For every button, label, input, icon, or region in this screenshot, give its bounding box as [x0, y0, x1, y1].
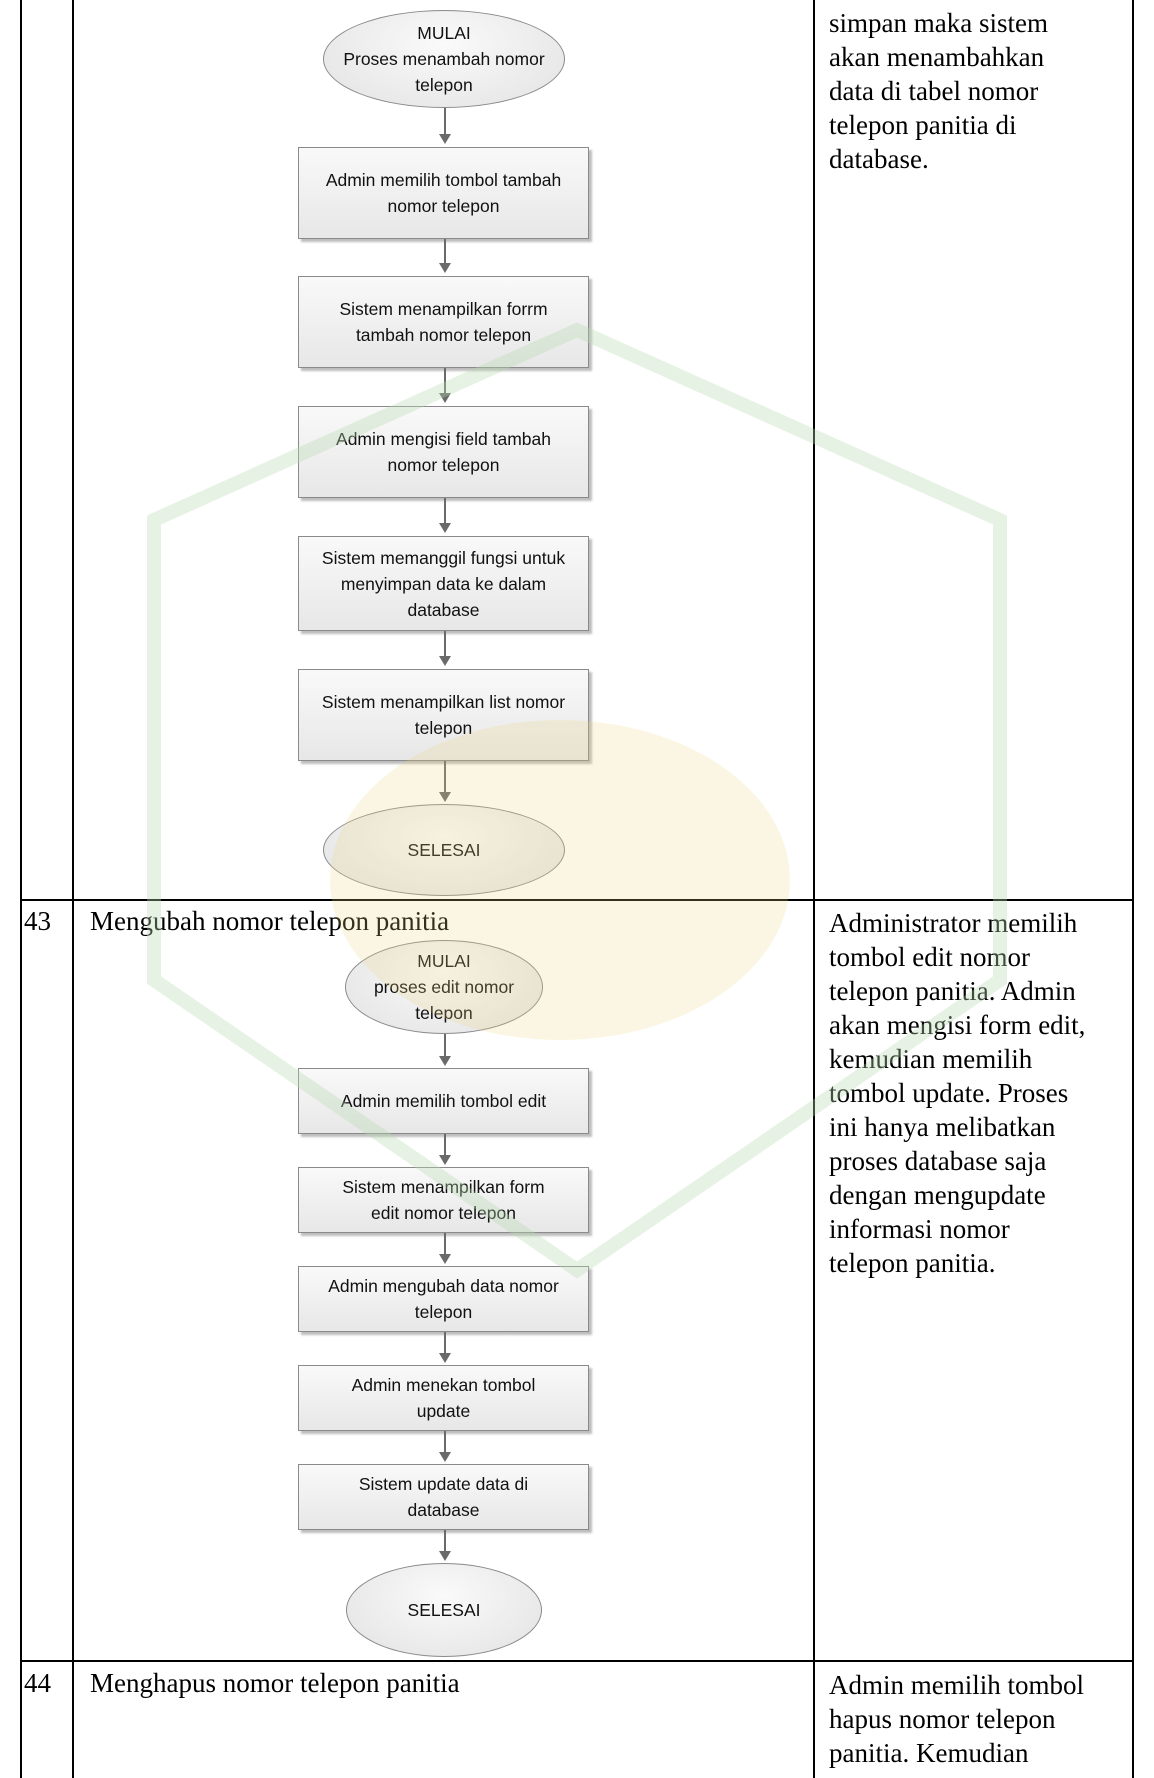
node-label: nomor telepon	[387, 196, 500, 216]
description-line: simpan maka sistem	[829, 8, 1048, 38]
node-label: edit nomor telepon	[371, 1203, 516, 1223]
description-line: hapus nomor telepon	[829, 1704, 1056, 1734]
description-line: informasi nomor	[829, 1214, 1010, 1244]
description-line: akan mengisi form edit,	[829, 1010, 1086, 1040]
flow-arrow	[439, 239, 451, 273]
node-label: database	[407, 1500, 480, 1520]
description-line: database.	[829, 144, 929, 174]
flowchart-process-box: Admin mengubah data nomor telepon	[298, 1266, 589, 1332]
node-label: Admin memilih tombol tambah	[325, 170, 562, 190]
flow-arrow	[439, 631, 451, 666]
flowchart-end-terminator: SELESAI	[323, 804, 565, 896]
description-line: ini hanya melibatkan	[829, 1112, 1056, 1142]
description-line: tombol edit nomor	[829, 942, 1030, 972]
row-number: 43	[24, 906, 51, 936]
node-label: Sistem update data di	[358, 1474, 529, 1494]
description-line: akan menambahkan	[829, 42, 1045, 72]
node-label: MULAI	[417, 23, 471, 43]
flowchart-process-box: Admin menekan tombol update	[298, 1365, 589, 1431]
node-label: Sistem menampilkan form	[342, 1177, 545, 1197]
flowchart-process-box: Admin memilih tombol edit	[298, 1068, 589, 1134]
row-description: Admin memilih tombol hapus nomor telepon…	[829, 1668, 1084, 1770]
table-border-left	[20, 0, 22, 1778]
node-label: MULAI	[417, 951, 471, 971]
description-line: proses database saja	[829, 1146, 1047, 1176]
table-border-col1	[72, 0, 74, 1778]
table-border-col2	[813, 0, 815, 1778]
description-line: panitia. Kemudian	[829, 1738, 1029, 1768]
row-divider	[20, 1660, 1134, 1662]
node-label: Admin memilih tombol edit	[340, 1091, 547, 1111]
flow-arrow	[439, 1233, 451, 1264]
flow-arrow	[439, 1034, 451, 1066]
description-line: data di tabel nomor	[829, 76, 1039, 106]
description-line: kemudian memilih	[829, 1044, 1033, 1074]
description-line: telepon panitia di	[829, 110, 1017, 140]
flowchart-end-terminator: SELESAI	[346, 1563, 542, 1657]
node-label: Admin mengisi field tambah	[336, 429, 551, 449]
node-label: tambah nomor telepon	[355, 325, 532, 345]
flowchart-process-box: Admin memilih tombol tambah nomor telepo…	[298, 147, 589, 239]
flowchart-process-box: Sistem menampilkan forrm tambah nomor te…	[298, 276, 589, 368]
flow-arrow	[439, 1530, 451, 1561]
flow-arrow	[439, 761, 451, 802]
row-divider	[20, 899, 1134, 901]
node-label: menyimpan data ke dalam	[340, 573, 547, 594]
row-title: Menghapus nomor telepon panitia	[90, 1668, 460, 1698]
node-label: Admin mengubah data nomor	[328, 1276, 559, 1296]
row-number: 44	[24, 1668, 51, 1698]
row-description: simpan maka sistem akan menambahkan data…	[829, 6, 1048, 176]
node-label: nomor telepon	[387, 455, 500, 475]
description-line: dengan mengupdate	[829, 1180, 1046, 1210]
flow-arrow	[439, 108, 451, 144]
node-label: telepon	[414, 1302, 473, 1322]
flow-arrow	[439, 498, 451, 533]
flowchart-process-box: Sistem menampilkan list nomor telepon	[298, 669, 589, 761]
description-line: telepon panitia.	[829, 1248, 996, 1278]
node-label: telepon	[415, 75, 473, 95]
node-label: SELESAI	[407, 840, 481, 860]
flow-arrow	[439, 1134, 451, 1165]
flowchart-process-box: Sistem memanggil fungsi untuk menyimpan …	[298, 536, 589, 631]
node-label: SELESAI	[407, 1600, 481, 1620]
row-title: Mengubah nomor telepon panitia	[90, 906, 450, 936]
description-line: Admin memilih tombol	[829, 1670, 1084, 1700]
flowchart-process-box: Admin mengisi field tambah nomor telepon	[298, 406, 589, 498]
node-label: update	[416, 1401, 471, 1421]
node-label: telepon	[414, 718, 473, 738]
node-label: Sistem menampilkan forrm	[339, 299, 548, 319]
description-line: tombol update. Proses	[829, 1078, 1069, 1108]
node-label: database	[407, 599, 480, 620]
flow-arrow	[439, 1431, 451, 1462]
flowchart-process-box: Sistem menampilkan form edit nomor telep…	[298, 1167, 589, 1233]
description-line: Administrator memilih	[829, 908, 1078, 938]
node-label: Proses menambah nomor	[343, 49, 545, 69]
node-label: Admin menekan tombol	[351, 1375, 536, 1395]
flowchart-start-terminator: MULAI Proses menambah nomor telepon	[323, 10, 565, 108]
flowchart-process-box: Sistem update data di database	[298, 1464, 589, 1530]
flow-arrow	[439, 1332, 451, 1363]
row-description: Administrator memilih tombol edit nomor …	[829, 906, 1085, 1280]
flowchart-start-terminator: MULAI proses edit nomor telepon	[345, 940, 543, 1034]
description-line: telepon panitia. Admin	[829, 976, 1076, 1006]
table-border-right	[1132, 0, 1134, 1778]
node-label: Sistem memanggil fungsi untuk	[321, 547, 566, 568]
node-label: telepon	[415, 1003, 473, 1023]
node-label: Sistem menampilkan list nomor	[321, 692, 566, 712]
flow-arrow	[439, 368, 451, 403]
node-label: proses edit nomor	[373, 977, 515, 997]
